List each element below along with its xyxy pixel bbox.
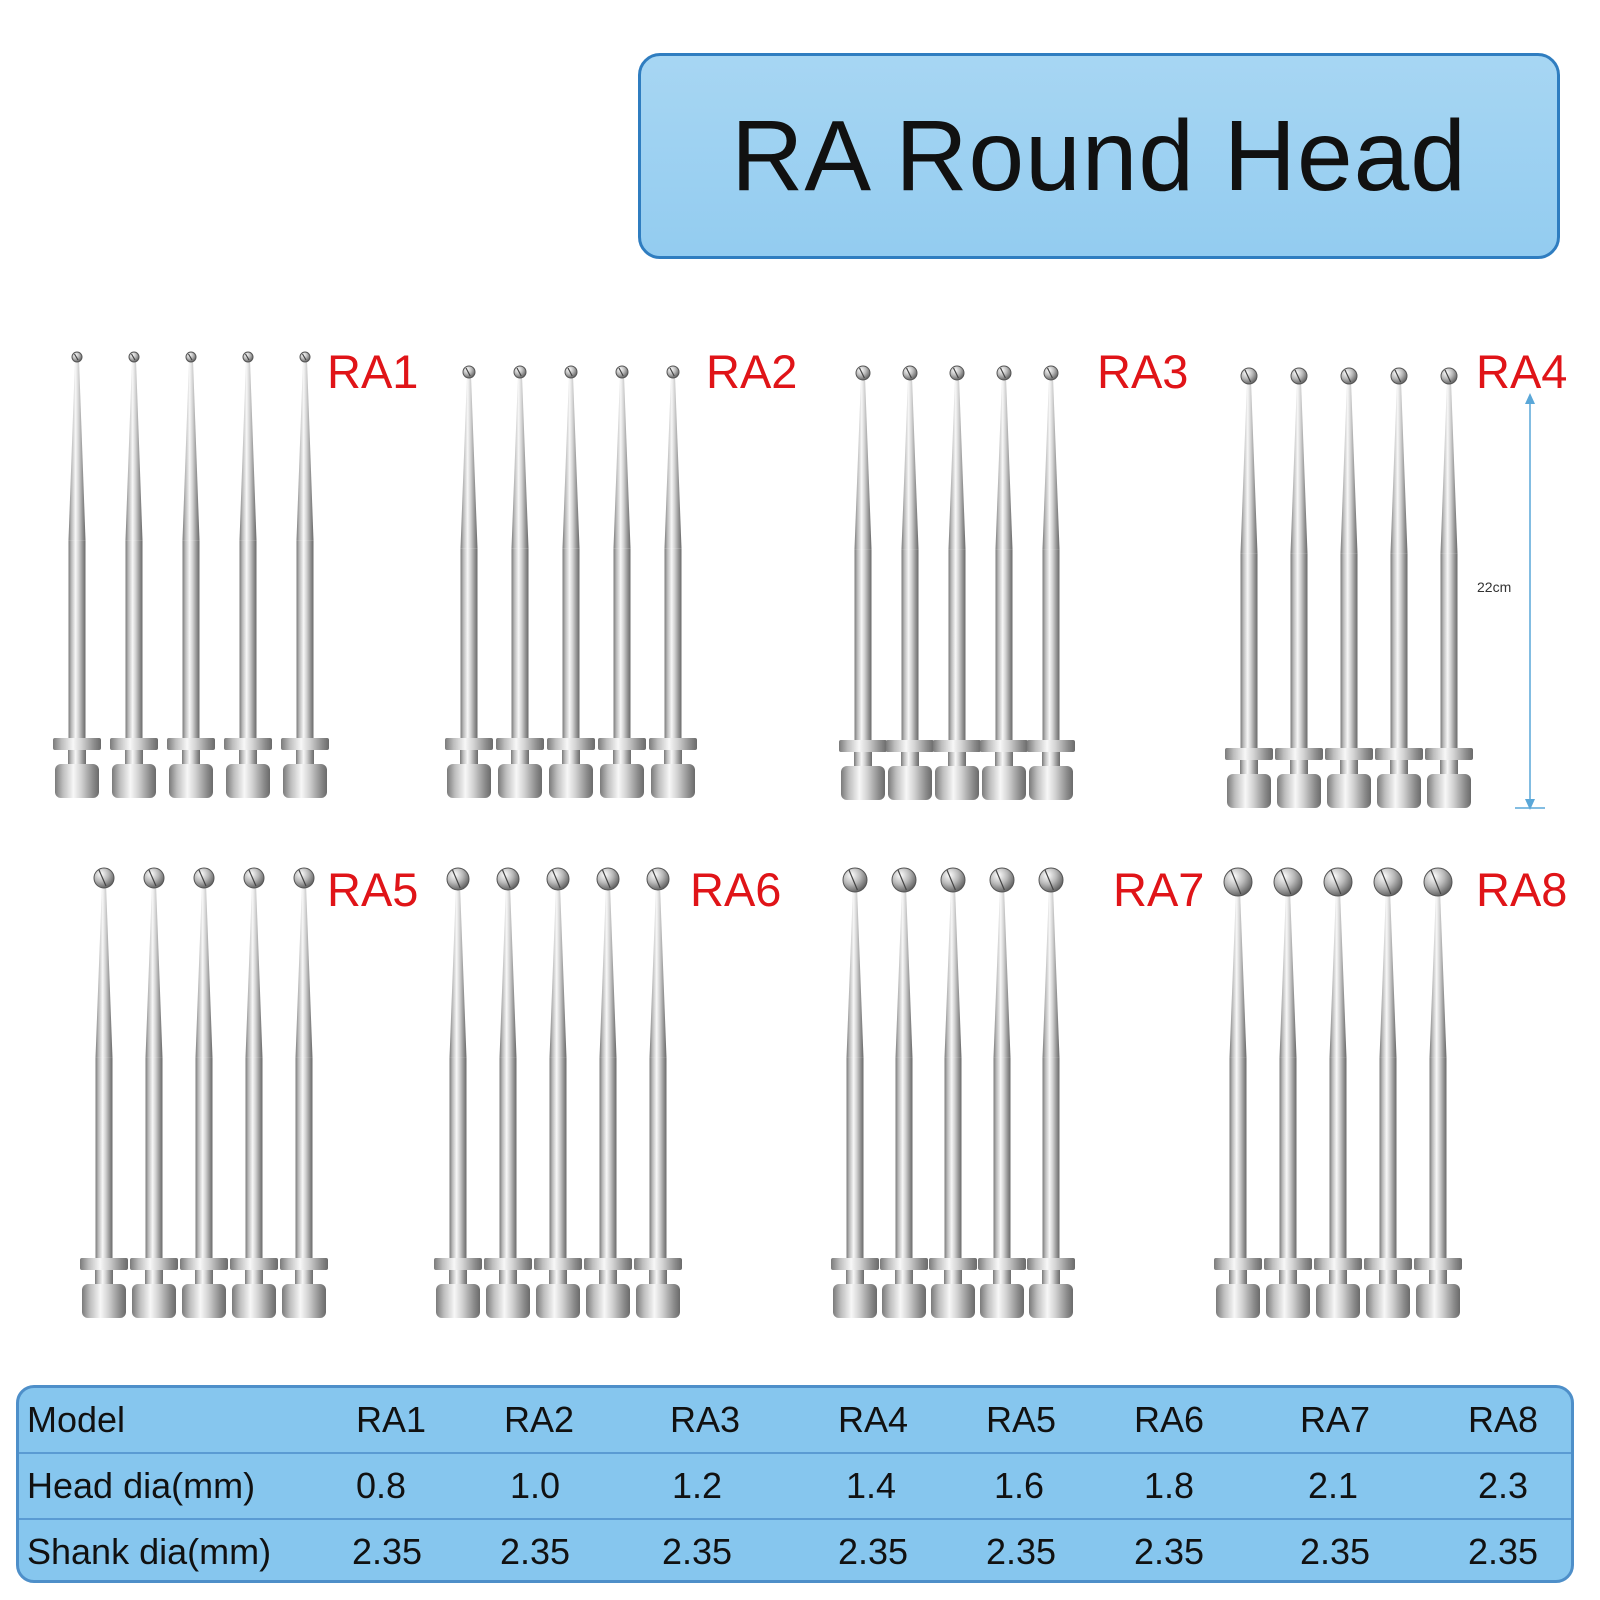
bur-group-5 [80, 867, 328, 1318]
table-row-model: Model RA1 RA2 RA3 RA4 RA5 RA6 RA7 RA8 [19, 1388, 1571, 1452]
cell-shank-dia: 2.35 [1467, 1531, 1539, 1572]
spec-table: Model RA1 RA2 RA3 RA4 RA5 RA6 RA7 RA8 He… [16, 1385, 1574, 1583]
bur [1264, 867, 1312, 1318]
cell-model: RA5 [985, 1399, 1057, 1440]
page-title: RA Round Head [731, 99, 1467, 212]
cell-model: RA8 [1467, 1399, 1539, 1440]
table-divider [19, 1452, 1571, 1454]
cell-shank-dia: 2.35 [1299, 1531, 1371, 1572]
bur [167, 351, 215, 798]
bur [1375, 367, 1423, 808]
table-row-shank-dia: Shank dia(mm) 2.35 2.35 2.35 2.35 2.35 2… [19, 1520, 1571, 1580]
bur [80, 867, 128, 1318]
cell-head-dia: 1.2 [671, 1465, 723, 1506]
cell-head-dia: 2.3 [1477, 1465, 1529, 1506]
cell-shank-dia: 2.35 [1133, 1531, 1205, 1572]
group-label-ra4: RA4 [1476, 345, 1568, 398]
bur [649, 365, 697, 798]
bur [1225, 367, 1273, 808]
group-label-ra2: RA2 [706, 345, 798, 398]
cell-head-dia: 2.1 [1307, 1465, 1359, 1506]
bur [281, 351, 329, 798]
cell-shank-dia: 2.35 [661, 1531, 733, 1572]
bur-group-7 [831, 867, 1075, 1318]
title-banner: RA Round Head [638, 53, 1560, 259]
bur [1414, 867, 1462, 1318]
table-divider [19, 1518, 1571, 1520]
cell-shank-dia: 2.35 [985, 1531, 1057, 1572]
group-label-ra7: RA7 [1113, 863, 1205, 916]
cell-model: RA1 [355, 1399, 427, 1440]
bur-group-8 [1214, 867, 1462, 1318]
bur [1314, 867, 1362, 1318]
bur [180, 867, 228, 1318]
row-header-shank-dia: Shank dia(mm) [27, 1531, 272, 1572]
bur [1425, 367, 1473, 808]
bur-group-2 [445, 365, 697, 798]
group-label-ra5: RA5 [327, 863, 419, 916]
bur [839, 365, 887, 800]
bur [634, 867, 682, 1318]
bur [886, 365, 934, 800]
bur [1214, 867, 1262, 1318]
bur-group-3 [839, 365, 1075, 800]
bur [929, 867, 977, 1318]
bur [1325, 367, 1373, 808]
bur [110, 351, 158, 798]
bur-group-1 [53, 351, 329, 798]
measure-label: 22cm [1477, 579, 1511, 595]
bur [445, 365, 493, 798]
row-header-head-dia: Head dia(mm) [27, 1465, 256, 1506]
cell-model: RA4 [837, 1399, 909, 1440]
cell-head-dia: 0.8 [355, 1465, 407, 1506]
bur-group-6 [434, 867, 682, 1318]
cell-head-dia: 1.0 [509, 1465, 561, 1506]
bur [1275, 367, 1323, 808]
cell-head-dia: 1.4 [845, 1465, 897, 1506]
bur [598, 365, 646, 798]
cell-model: RA6 [1133, 1399, 1205, 1440]
bur [534, 867, 582, 1318]
cell-model: RA2 [503, 1399, 575, 1440]
group-label-ra1: RA1 [327, 345, 419, 398]
group-label-ra8: RA8 [1476, 863, 1568, 916]
cell-shank-dia: 2.35 [499, 1531, 571, 1572]
bur [53, 351, 101, 798]
bur [130, 867, 178, 1318]
bur-group-4 [1225, 367, 1473, 808]
measure-indicator: 22cm [1477, 393, 1545, 810]
bur [980, 365, 1028, 800]
bur [1364, 867, 1412, 1318]
bur [1027, 365, 1075, 800]
bur [933, 365, 981, 800]
bur [280, 867, 328, 1318]
bur [831, 867, 879, 1318]
group-label-ra6: RA6 [690, 863, 782, 916]
cell-model: RA3 [669, 1399, 741, 1440]
cell-head-dia: 1.6 [993, 1465, 1045, 1506]
cell-head-dia: 1.8 [1143, 1465, 1195, 1506]
bur [547, 365, 595, 798]
bur-photo-groups: 22cm [53, 351, 1545, 1318]
bur [224, 351, 272, 798]
bur [434, 867, 482, 1318]
bur [230, 867, 278, 1318]
group-label-ra3: RA3 [1097, 345, 1189, 398]
cell-model: RA7 [1299, 1399, 1371, 1440]
bur [1027, 867, 1075, 1318]
bur [584, 867, 632, 1318]
cell-shank-dia: 2.35 [837, 1531, 909, 1572]
bur [484, 867, 532, 1318]
bur [496, 365, 544, 798]
bur [880, 867, 928, 1318]
table-row-head-dia: Head dia(mm) 0.8 1.0 1.2 1.4 1.6 1.8 2.1… [19, 1454, 1571, 1518]
bur [978, 867, 1026, 1318]
row-header-model: Model [27, 1399, 126, 1440]
cell-shank-dia: 2.35 [351, 1531, 423, 1572]
